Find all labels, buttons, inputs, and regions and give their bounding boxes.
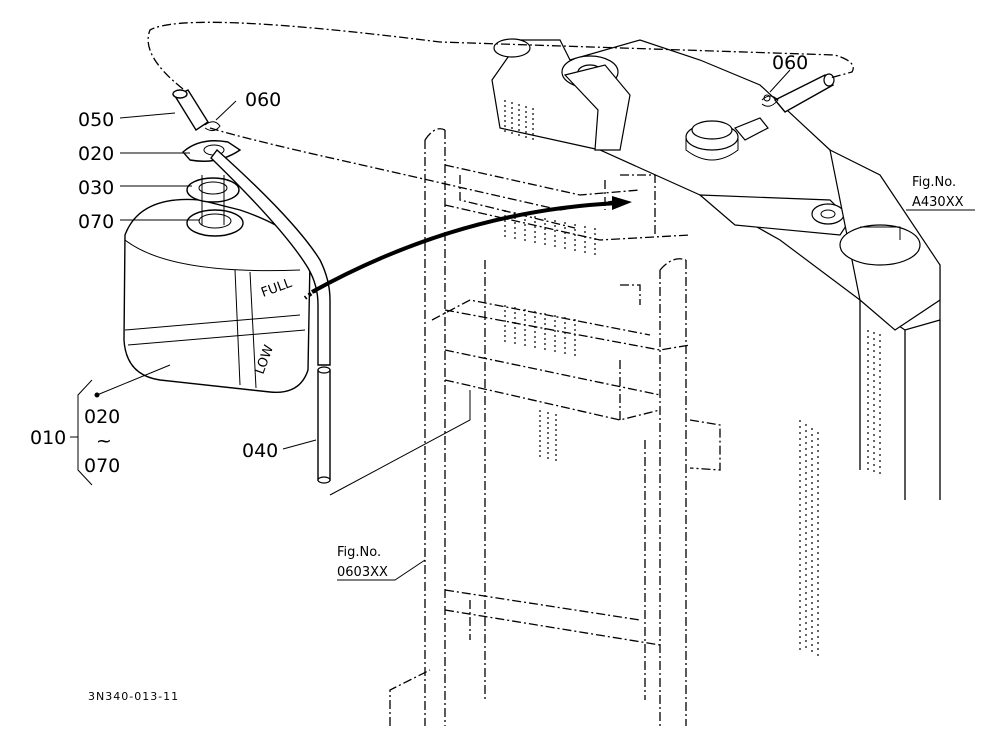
label-group-020: 020 bbox=[84, 406, 120, 428]
reserve-tank: FULL LOW bbox=[123, 89, 311, 394]
label-050: 050 bbox=[78, 109, 114, 131]
fig-ref-right-title: Fig.No. bbox=[912, 175, 956, 190]
label-020: 020 bbox=[78, 143, 114, 165]
label-030: 030 bbox=[78, 177, 114, 199]
label-060-left: 060 bbox=[245, 89, 281, 111]
label-070: 070 bbox=[78, 211, 114, 233]
hose-040 bbox=[210, 148, 331, 484]
radiator-assembly bbox=[491, 38, 941, 656]
part-labels: 050 060 020 030 070 060 040 010 020 ~ 07… bbox=[30, 52, 808, 477]
fig-ref-bottom-title: Fig.No. bbox=[337, 545, 381, 560]
label-group-070: 070 bbox=[84, 455, 120, 477]
leader-lines bbox=[70, 21, 901, 581]
fig-ref-bottom-number: 0603XX bbox=[337, 565, 388, 580]
label-010: 010 bbox=[30, 427, 66, 449]
fig-ref-right[interactable]: Fig.No. A430XX bbox=[906, 175, 975, 211]
label-040: 040 bbox=[242, 440, 278, 462]
hose-right bbox=[761, 73, 835, 113]
radiator-fins bbox=[504, 100, 881, 656]
label-060-right: 060 bbox=[772, 52, 808, 74]
fig-ref-right-number: A430XX bbox=[912, 195, 964, 210]
fig-ref-bottom[interactable]: Fig.No. 0603XX bbox=[337, 545, 388, 580]
label-group-tilde: ~ bbox=[96, 430, 112, 452]
shroud-frame bbox=[389, 128, 721, 726]
diagram-code: 3N340-013-11 bbox=[88, 690, 179, 703]
